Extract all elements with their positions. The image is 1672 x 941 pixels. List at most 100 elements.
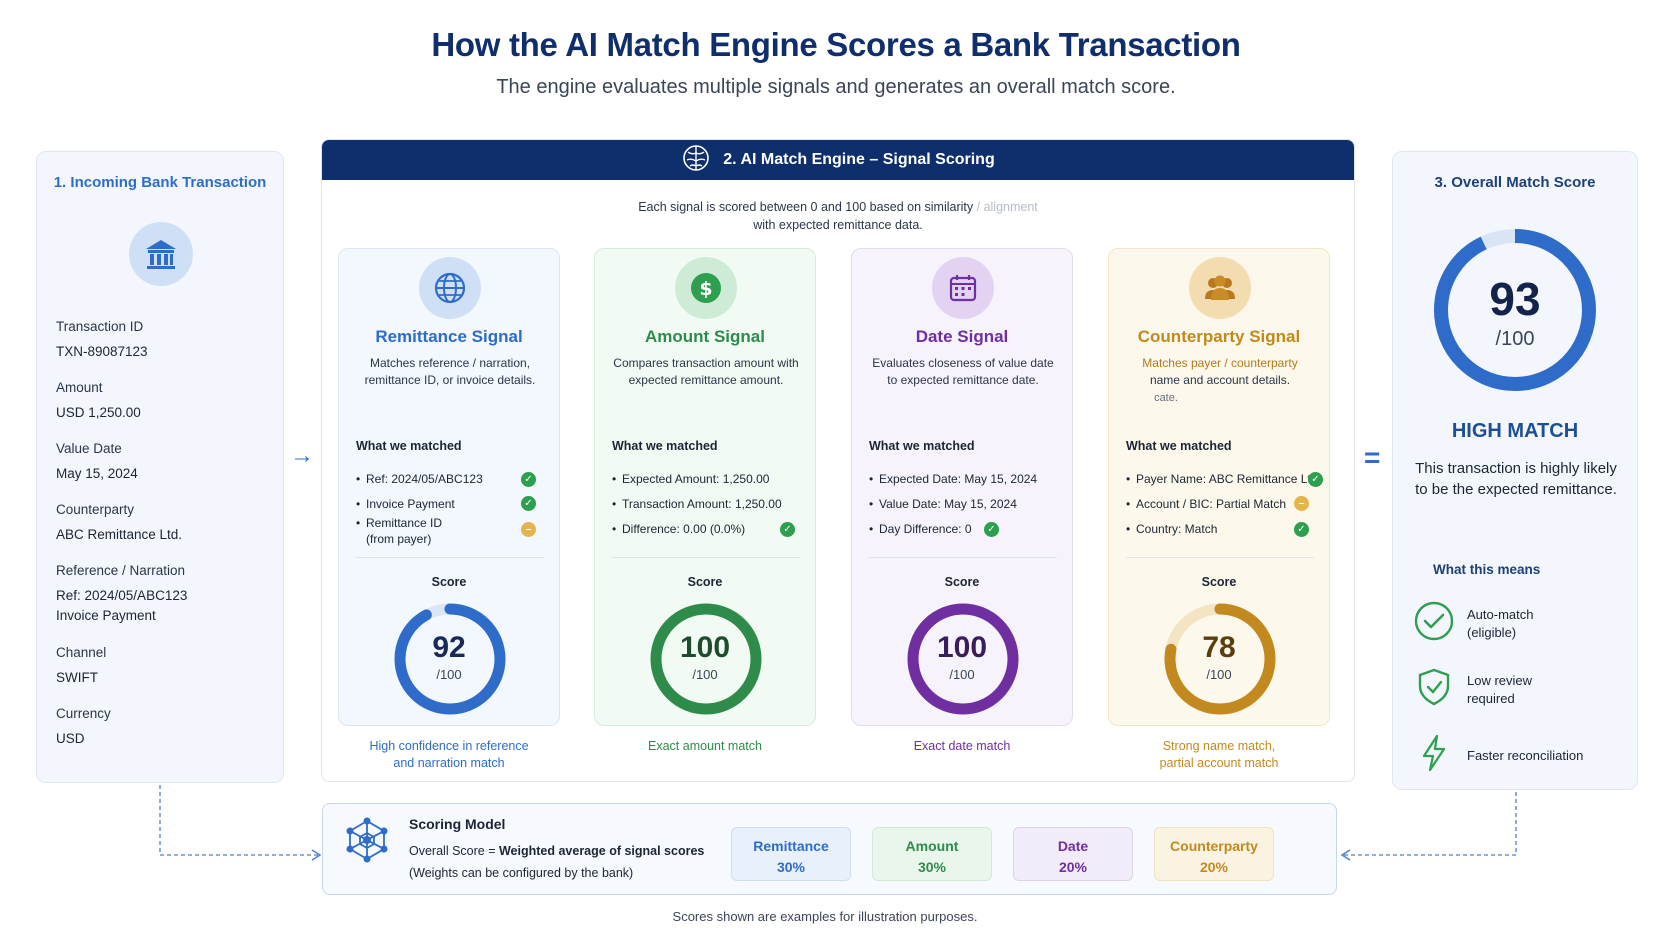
incoming-panel-title: 1. Incoming Bank Transaction: [53, 174, 267, 191]
list-item: Invoice Payment: [356, 496, 551, 512]
counterparty-score-label: Score: [1201, 575, 1237, 589]
remittance-matched-title: What we matched: [356, 439, 462, 453]
counterparty-score-arc: [1164, 603, 1276, 715]
svg-text:$: $: [699, 278, 712, 300]
remittance-score-denominator: /100: [436, 667, 462, 682]
field-value-date: Value Date May 15, 2024: [56, 441, 138, 481]
counterparty-score-denominator: /100: [1206, 667, 1232, 682]
reference-label: Reference / Narration: [56, 563, 186, 578]
scoring-model-formula: Overall Score = Weighted average of sign…: [409, 844, 705, 858]
list-item: Account / BIC: Partial Match: [1126, 496, 1321, 512]
remittance-title: Remittance Signal: [375, 327, 523, 346]
engine-header: 2. AI Match Engine – Signal Scoring: [322, 140, 1354, 180]
date-score-value: 100: [936, 631, 988, 664]
date-score-denominator: /100: [949, 667, 975, 682]
calendar-icon: [932, 257, 994, 319]
list-item: Difference: 0.00 (0.0%): [612, 521, 807, 537]
list-item: Day Difference: 0: [869, 521, 1064, 537]
page-title: How the AI Match Engine Scores a Bank Tr…: [431, 26, 1241, 63]
list-item: Expected Date: May 15, 2024: [869, 471, 1064, 487]
left-connector-arrowhead: [311, 849, 322, 861]
dollar-icon: $: [675, 257, 737, 319]
divider: [356, 557, 544, 558]
equals-operator: =: [1364, 442, 1381, 473]
amount-matched-title: What we matched: [612, 439, 718, 453]
lightning-icon: [1413, 732, 1455, 779]
amount-value: USD 1,250.00: [56, 405, 141, 420]
amount-score-arc: [650, 603, 762, 715]
incoming-transaction-panel: 1. Incoming Bank Transaction Transaction…: [36, 151, 284, 783]
currency-value: USD: [56, 731, 85, 746]
date-matched-title: What we matched: [869, 439, 975, 453]
means-faster-reconciliation: Faster reconciliation: [1413, 732, 1583, 779]
date-score-label: Score: [944, 575, 980, 589]
counterparty-label: Counterparty: [56, 502, 135, 517]
check-icon: ✓: [780, 522, 795, 537]
channel-value: SWIFT: [56, 670, 98, 685]
value-date-value: May 15, 2024: [56, 466, 138, 481]
counterparty-value: ABC Remittance Ltd.: [56, 527, 183, 542]
network-icon: [343, 816, 391, 869]
remittance-score-value: 92: [432, 631, 466, 664]
channel-label: Channel: [56, 645, 107, 660]
overall-score-panel: 3. Overall Match Score 93 /100 HIGH MATC…: [1392, 151, 1638, 790]
remittance-score-arc: [394, 603, 506, 715]
engine-description: Each signal is scored between 0 and 100 …: [322, 198, 1354, 234]
what-this-means-title: What this means: [1433, 562, 1541, 577]
list-item: Payer Name: ABC Remittance Ltd.: [1126, 471, 1321, 487]
counterparty-score-ring: [1164, 603, 1276, 715]
list-item: Remittance ID (from payer): [356, 515, 551, 547]
brain-icon: [681, 143, 711, 178]
right-connector-line: [1344, 792, 1517, 856]
partial-icon: –: [521, 522, 536, 537]
overall-score-denominator: /100: [1495, 328, 1535, 350]
list-item: Ref: 2024/05/ABC123: [356, 471, 551, 487]
engine-desc-faint: / alignment: [976, 200, 1038, 214]
partial-icon: –: [1294, 496, 1309, 511]
field-amount: Amount USD 1,250.00: [56, 380, 141, 420]
date-title: Date Signal: [915, 327, 1009, 346]
amount-score-value: 100: [679, 631, 731, 664]
counterparty-matched-title: What we matched: [1126, 439, 1232, 453]
right-connector-arrowhead: [1340, 849, 1351, 861]
bank-icon: [129, 222, 193, 286]
means-auto-match: Auto-match (eligible): [1413, 600, 1533, 647]
list-item: Value Date: May 15, 2024: [869, 496, 1064, 512]
divider: [612, 557, 800, 558]
engine-desc-part-2: with expected remittance data.: [753, 218, 923, 232]
date-score-ring: [907, 603, 1019, 715]
overall-score-ring: [1434, 229, 1596, 391]
people-icon: [1189, 257, 1251, 319]
counterparty-footer: Strong name match, partial account match: [1159, 739, 1279, 770]
engine-desc-part-1: Each signal is scored between 0 and 100 …: [638, 200, 974, 214]
reference-value-line-1: Ref: 2024/05/ABC123: [56, 588, 188, 603]
counterparty-desc: Matches payer / counterparty name and ac…: [1142, 356, 1298, 404]
divider: [1126, 557, 1314, 558]
remittance-score-label: Score: [431, 575, 467, 589]
amount-score-denominator: /100: [692, 667, 718, 682]
left-connector-line: [159, 785, 318, 856]
amount-signal-card: $ Amount Signal Compares transaction amo…: [594, 248, 816, 726]
field-currency: Currency USD: [56, 706, 111, 746]
overall-score-arc: [1434, 229, 1596, 391]
counterparty-score-value: 78: [1202, 631, 1236, 664]
remittance-signal-card: Remittance Signal Matches reference / na…: [338, 248, 560, 726]
date-footer: Exact date match: [913, 739, 1011, 753]
list-item: Transaction Amount: 1,250.00: [612, 496, 807, 512]
match-verdict: HIGH MATCH: [1451, 420, 1579, 442]
amount-label: Amount: [56, 380, 103, 395]
page-subtitle: The engine evaluates multiple signals an…: [496, 76, 1176, 98]
list-item: Country: Match: [1126, 521, 1321, 537]
value-date-label: Value Date: [56, 441, 122, 456]
shield-icon: [1413, 666, 1455, 713]
date-desc: Evaluates closeness of value date to exp…: [872, 356, 1054, 387]
amount-footer: Exact amount match: [648, 739, 762, 753]
check-icon: ✓: [984, 522, 999, 537]
footnote: Scores shown are examples for illustrati…: [672, 909, 978, 924]
match-verdict-desc: This transaction is highly likely to be …: [1415, 460, 1617, 498]
scoring-model-panel: Scoring Model Overall Score = Weighted a…: [322, 803, 1337, 895]
means-low-review: Low review required: [1413, 666, 1532, 713]
